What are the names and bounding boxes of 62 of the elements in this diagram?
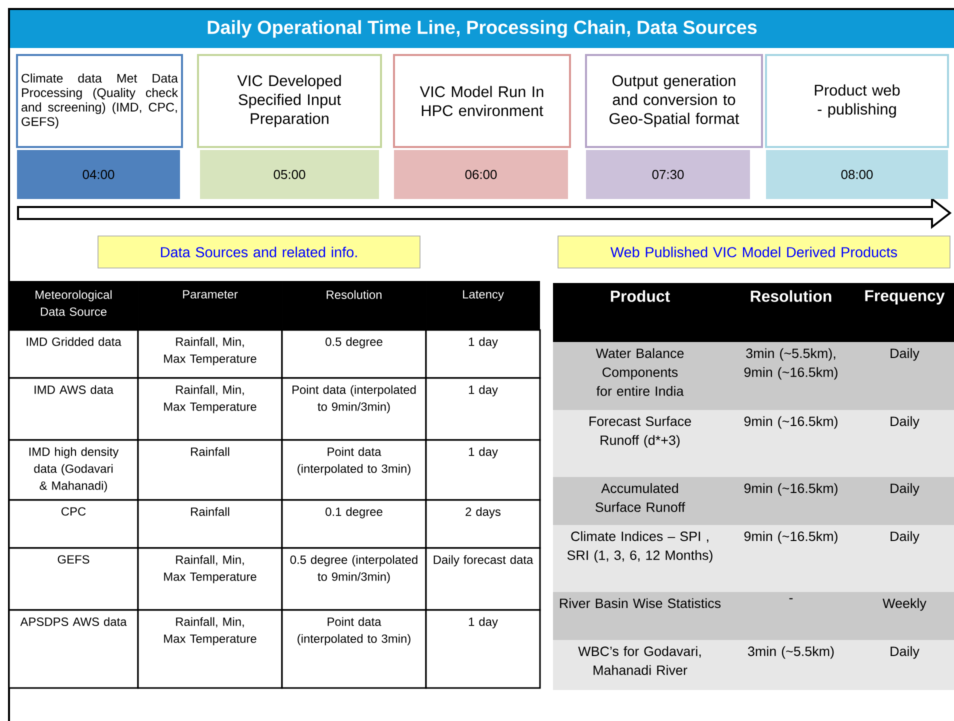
table-cell: Rainfall, Min, Max Temperature	[137, 377, 283, 441]
table-cell: GEFS	[8, 547, 139, 611]
table-cell: Resolution	[727, 283, 855, 342]
table-cell: Rainfall, Min, Max Temperature	[137, 609, 283, 689]
table-cell: 9min (~16.5km)	[727, 477, 855, 525]
table-cell: WBC’s for Godavari, Mahanadi River	[553, 640, 727, 690]
time-box: 08:00	[766, 150, 948, 199]
process-box: VIC Model Run In HPC environment	[393, 54, 571, 148]
table-cell: Forecast Surface Runoff (d*+3)	[553, 410, 727, 477]
table-cell: Daily	[855, 342, 954, 410]
table-cell: Meteorological Data Source	[9, 281, 138, 330]
table-cell: Daily	[855, 525, 954, 592]
table-cell: Water Balance Components for entire India	[553, 342, 727, 410]
table-cell: Rainfall	[137, 499, 283, 549]
table-cell: 0.5 degree	[281, 329, 427, 379]
table-cell: Rainfall, Min, Max Temperature	[137, 329, 283, 379]
table-cell: 2 days	[425, 499, 541, 549]
table-cell: -	[727, 592, 855, 640]
time-box: 05:00	[200, 150, 379, 199]
table-cell: Daily forecast data	[425, 547, 541, 611]
section-banner: Web Published VIC Model Derived Products	[558, 236, 950, 268]
table-cell: 1 day	[425, 439, 541, 501]
time-box: 07:30	[586, 150, 750, 199]
table-cell: River Basin Wise Statistics	[553, 592, 727, 640]
table-cell: 1 day	[425, 377, 541, 441]
table-cell: 0.1 degree	[281, 499, 427, 549]
table-cell: 9min (~16.5km)	[727, 525, 855, 592]
time-box: 06:00	[394, 150, 568, 199]
process-box: Output generation and conversion to Geo-Spatial format	[585, 54, 763, 148]
table-cell: Frequency	[855, 283, 954, 342]
table-cell: Point data (interpolated to 3min)	[281, 439, 427, 501]
process-box: Climate data Met Data Processing (Quality check and screening) (IMD, CPC, GEFS)	[16, 54, 183, 148]
table-cell: 0.5 degree (interpolated to 9min/3min)	[281, 547, 427, 611]
table-cell: 1 day	[425, 329, 541, 379]
table-cell: Point data (interpolated to 9min/3min)	[281, 377, 427, 441]
table-cell: Product	[553, 283, 727, 342]
table-cell: Latency	[426, 281, 540, 330]
section-banner: Data Sources and related info.	[98, 236, 420, 268]
table-cell: Daily	[855, 410, 954, 477]
table-cell: Rainfall	[137, 439, 283, 501]
table-cell: Rainfall, Min, Max Temperature	[137, 547, 283, 611]
table-cell: Climate Indices – SPI , SRI (1, 3, 6, 12 Months)	[553, 525, 727, 592]
table-cell: Weekly	[855, 592, 954, 640]
table-cell: CPC	[8, 499, 139, 549]
table-cell: Point data (interpolated to 3min)	[281, 609, 427, 689]
title-bar: Daily Operational Time Line, Processing Chain, Data Sources	[10, 10, 954, 48]
time-box: 04:00	[17, 150, 180, 199]
table-cell: APSDPS AWS data	[8, 609, 139, 689]
table-cell: 3min (~5.5km), 9min (~16.5km)	[727, 342, 855, 410]
table-cell: 9min (~16.5km)	[727, 410, 855, 477]
table-cell: IMD AWS data	[8, 377, 139, 441]
table-cell: IMD high density data (Godavari & Mahanadi)	[8, 439, 139, 501]
table-cell: 3min (~5.5km)	[727, 640, 855, 690]
table-cell: 1 day	[425, 609, 541, 689]
process-box: Product web - publishing	[765, 54, 949, 148]
table-cell: Parameter	[138, 281, 282, 330]
table-cell: Accumulated Surface Runoff	[553, 477, 727, 525]
table-cell: Resolution	[282, 281, 426, 330]
process-box: VIC Developed Specified Input Preparation	[197, 54, 382, 148]
table-cell: IMD Gridded data	[8, 329, 139, 379]
table-cell: Daily	[855, 640, 954, 690]
table-cell: Daily	[855, 477, 954, 525]
